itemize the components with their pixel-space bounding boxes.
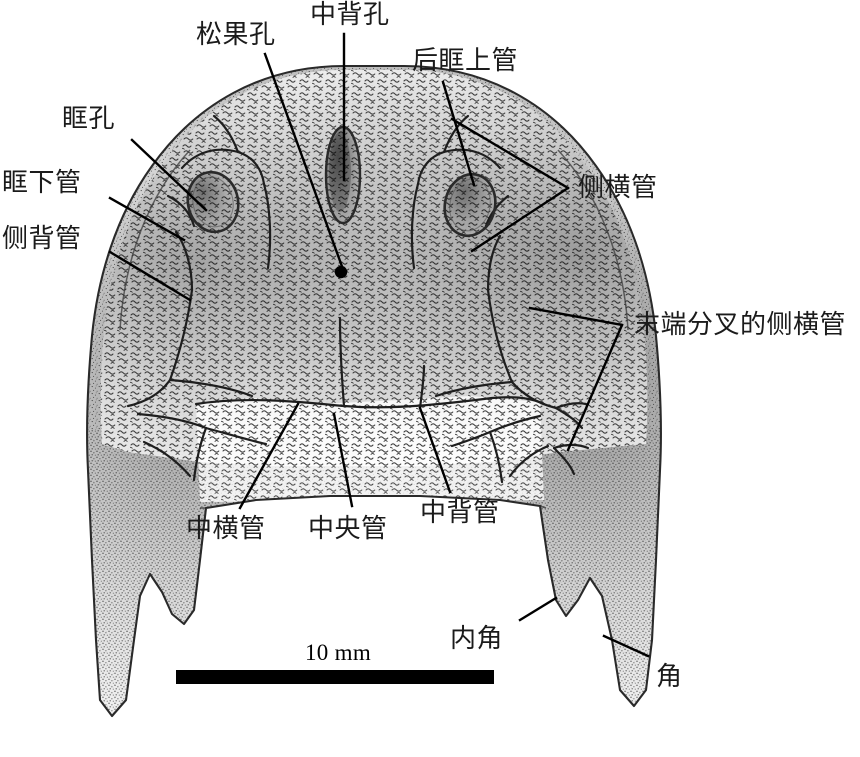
leader-median-canal [332,412,354,508]
label-lateral-dorsal-canal: 侧背管 [2,224,82,253]
label-median-transverse-canal: 中横管 [186,514,266,543]
leader-median-transverse [238,402,300,510]
label-bifurcating-lateral-transverse-canal: 末端分叉的侧横管 [634,310,847,339]
leader-postorbital-canal [441,80,476,187]
head-shield-specimen [85,64,663,718]
label-median-dorsal-canal: 中背管 [420,498,500,527]
label-postorbital-canal: 后眶上管 [412,46,519,75]
leader-lateral-dorsal-canal [108,250,192,302]
label-orbital-opening: 眶孔 [62,104,116,133]
leader-median-dorsal-canal [418,406,452,494]
leader-orbital-opening [130,138,208,212]
label-corner: 角 [656,662,683,691]
orbital-opening-left [186,170,240,234]
leader-inner-angle [518,596,558,622]
median-dorsal-opening [334,265,348,279]
leader-corner [602,634,650,658]
scale-bar-label: 10 mm [305,640,372,665]
shield-outline [85,64,663,718]
label-infraorbital-canal: 眶下管 [2,168,82,197]
leader-lines [108,32,650,658]
label-median-dorsal-opening: 中背孔 [310,0,390,29]
label-inner-angle: 内角 [450,624,504,653]
leader-bifurcating-2 [566,323,624,452]
label-median-canal: 中央管 [308,514,388,543]
leader-bifurcating-1 [528,306,624,327]
scale-bar [176,670,494,684]
label-lateral-transverse-canal: 侧横管 [578,173,658,202]
orbital-opening-right [443,172,497,238]
label-pineal-foramen: 松果孔 [196,20,276,49]
leader-infraorbital-canal [108,196,186,242]
leader-lateral-transverse-1 [450,117,570,190]
leader-lateral-transverse-2 [470,186,570,253]
leader-pineal-foramen [263,52,346,274]
